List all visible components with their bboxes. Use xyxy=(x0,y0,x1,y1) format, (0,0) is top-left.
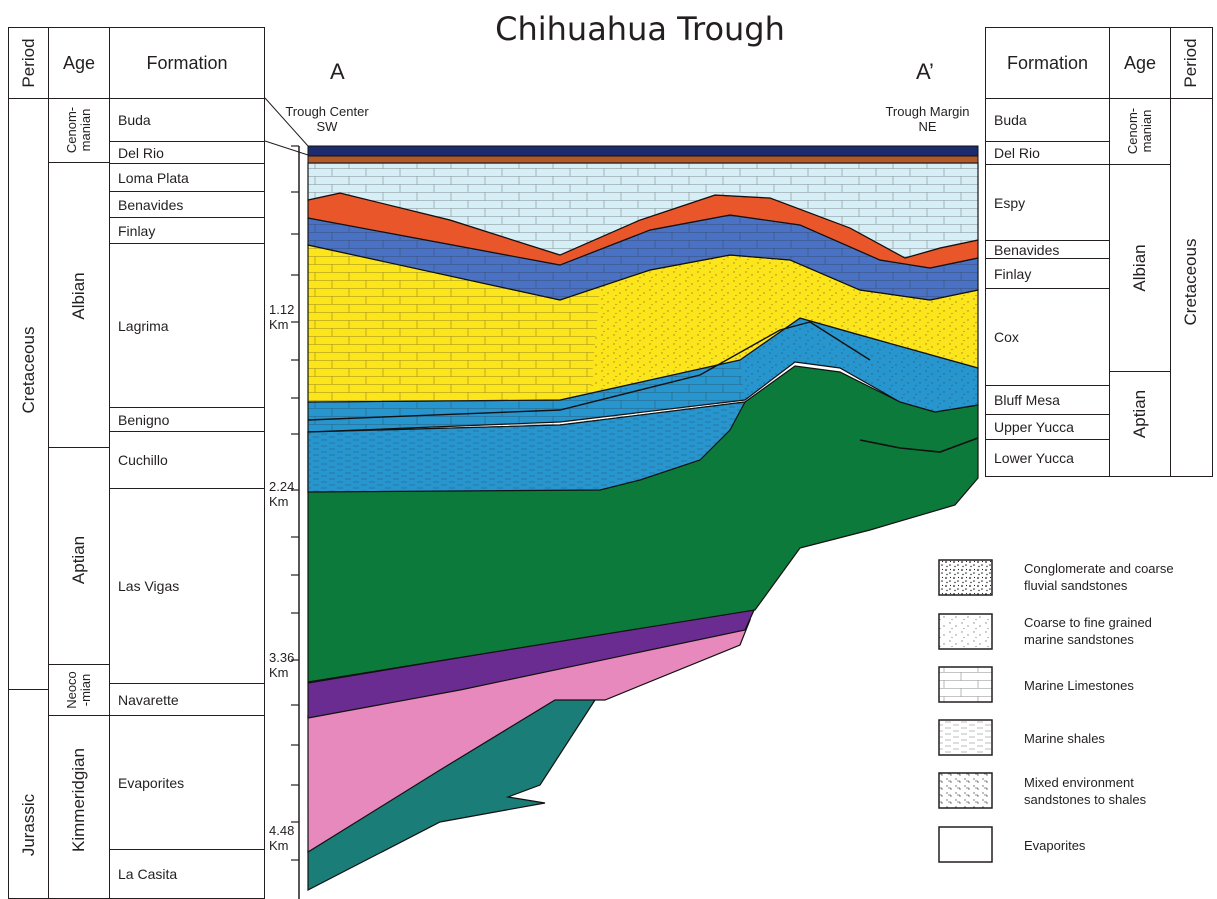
legend-text-limestone: Marine Limestones xyxy=(1024,677,1134,694)
stratum-buda xyxy=(308,146,978,156)
legend-swatches xyxy=(939,560,992,862)
legend-swatch-evaporite xyxy=(939,827,992,862)
legend-text-shale: Marine shales xyxy=(1024,730,1105,747)
legend-swatch-shale xyxy=(939,720,992,755)
legend-text-evaporite: Evaporites xyxy=(1024,837,1085,854)
connector-delrio xyxy=(265,141,308,155)
legend-swatch-mixed xyxy=(939,773,992,808)
depth-scale xyxy=(291,146,299,899)
stratum-del-rio xyxy=(308,156,978,163)
section-letter-a-prime: A’ xyxy=(916,64,934,79)
legend-swatch-conglomerate xyxy=(939,560,992,595)
section-letter-a: A xyxy=(330,64,345,79)
legend-swatch-limestone xyxy=(939,667,992,702)
legend-swatch-coarse-sand xyxy=(939,614,992,649)
